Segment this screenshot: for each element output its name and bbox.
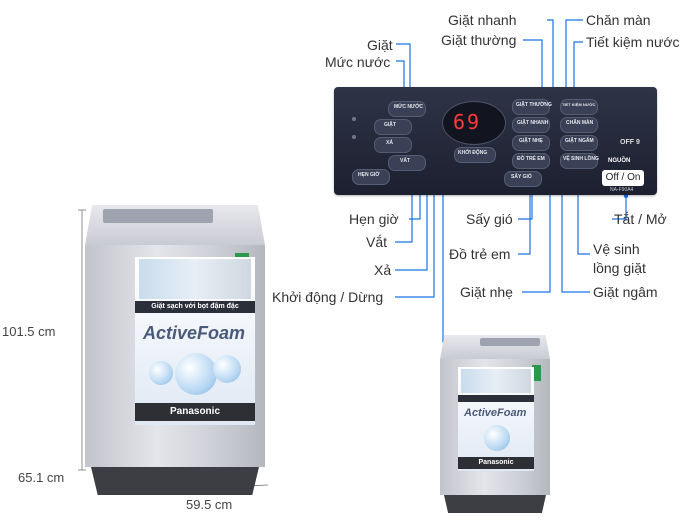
dimension-width: 59.5 cm: [186, 497, 233, 512]
panel-label-giat-thuong: GIẶT THƯỜNG: [516, 102, 552, 108]
callout-khoi-dong-dung: Khởi động / Dừng: [272, 289, 384, 305]
panel-led-2: [352, 135, 356, 139]
callout-xa: Xả: [374, 262, 392, 278]
panel-btn-vat[interactable]: [388, 155, 426, 171]
sticker-brand: Panasonic: [135, 403, 255, 421]
panel-label-say-gio: SẤY GIÓ: [511, 174, 532, 180]
callout-ve-sinh-line2: lồng giặt: [593, 260, 646, 276]
sticker-image-strip: [139, 259, 251, 299]
callout-giat-ngam: Giặt ngâm: [593, 284, 658, 300]
panel-btn-giat-ngam[interactable]: [560, 135, 598, 151]
washing-machine-small: ActiveFoam Panasonic: [440, 335, 550, 513]
panel-label-giat: GIẶT: [384, 122, 396, 128]
dimension-height: 101.5 cm: [2, 324, 56, 339]
panel-btn-say-gio[interactable]: [504, 171, 542, 187]
panel-label-giat-ngam: GIẶT NGÂM: [565, 138, 594, 144]
small-sticker-band: [458, 395, 534, 402]
panel-label-khoi-dong: KHỞI ĐỘNG: [458, 150, 488, 156]
panel-label-giat-nhe: GIẶT NHẸ: [519, 138, 543, 144]
control-panel: MỨC NƯỚC GIẶT XẢ VẮT HẸN GIỜ 69 KHỞI ĐỘN…: [334, 87, 657, 195]
panel-label-muc-nuoc: MỨC NƯỚC: [394, 104, 423, 110]
small-sticker-active-foam: ActiveFoam: [464, 407, 527, 419]
small-machine-panel-strip: [480, 338, 540, 346]
panel-btn-do-tre-em[interactable]: [512, 153, 550, 169]
callout-ve-sinh-line1: Vệ sinh: [593, 241, 640, 257]
panel-label-hen-gio: HẸN GIỜ: [358, 172, 380, 178]
washing-machine-large: Giặt sạch với bọt đậm đặc ActiveFoam Pan…: [85, 205, 265, 495]
panel-btn-giat-nhanh[interactable]: [512, 117, 550, 133]
machine-sticker: Giặt sạch với bọt đậm đặc ActiveFoam Pan…: [135, 257, 255, 425]
panel-led-1: [352, 117, 356, 121]
power-button[interactable]: Off / On: [602, 170, 644, 186]
callout-tat-mo: Tắt / Mở: [614, 211, 667, 227]
panel-label-tiet-kiem-nuoc: TIẾT KIỆM NƯỚC: [562, 102, 596, 107]
small-foam-bubble: [484, 425, 510, 451]
panel-label-giat-nhanh: GIẶT NHANH: [517, 120, 549, 126]
callout-tiet-kiem-nuoc: Tiết kiệm nước: [586, 34, 680, 50]
small-sticker-image-strip: [461, 369, 531, 393]
small-machine-sticker: ActiveFoam Panasonic: [458, 367, 534, 471]
machine-panel-strip: [103, 209, 213, 223]
panel-label-chan-man: CHĂN MÀN: [566, 120, 594, 126]
callout-muc-nuoc: Mức nước: [325, 54, 391, 70]
panel-label-ve-sinh: VỆ SINH LỒNG: [563, 156, 599, 162]
panel-label-vat: VẮT: [400, 158, 410, 164]
callout-vat: Vắt: [366, 234, 388, 250]
dimension-depth: 65.1 cm: [18, 470, 65, 485]
callout-ve-sinh: Vệ sinh lồng giặt: [593, 241, 646, 276]
eco-badge: OFF 9: [620, 139, 640, 146]
digital-display: 69: [442, 101, 506, 145]
display-digits: 69: [453, 110, 482, 134]
panel-btn-giat-nhe[interactable]: [512, 135, 550, 151]
model-number: NA-F90A4: [610, 187, 634, 193]
foam-bubble-2: [213, 355, 241, 383]
callout-chan-man: Chăn màn: [586, 12, 651, 28]
power-label: NGUỒN: [608, 158, 631, 164]
foam-bubble-3: [149, 361, 173, 385]
panel-btn-xa[interactable]: [374, 137, 412, 153]
callout-giat-nhanh: Giặt nhanh: [448, 12, 517, 28]
sticker-active-foam: ActiveFoam: [143, 323, 246, 343]
panel-btn-khoi-dong[interactable]: [454, 147, 496, 163]
panel-btn-ve-sinh[interactable]: [560, 153, 598, 169]
panel-btn-hen-gio[interactable]: [352, 169, 390, 185]
foam-bubble-1: [175, 353, 217, 395]
callout-do-tre-em: Đồ trẻ em: [449, 246, 511, 262]
panel-label-xa: XẢ: [386, 140, 393, 146]
panel-btn-giat-thuong[interactable]: [512, 99, 550, 115]
callout-giat-thuong: Giặt thường: [441, 32, 517, 48]
callout-giat-nhe: Giặt nhẹ: [460, 284, 513, 300]
callout-say-gio: Sấy gió: [466, 211, 513, 227]
panel-btn-giat[interactable]: [374, 119, 412, 135]
machine-base: [91, 467, 259, 495]
small-machine-base: [444, 495, 546, 513]
sticker-band: Giặt sạch với bọt đậm đặc: [135, 301, 255, 313]
callout-hen-gio: Hẹn giờ: [349, 211, 399, 227]
panel-label-do-tre-em: ĐỒ TRẺ EM: [517, 156, 545, 162]
panel-btn-tiet-kiem-nuoc[interactable]: [560, 99, 598, 115]
small-energy-tag: [532, 365, 541, 381]
panel-btn-chan-man[interactable]: [560, 117, 598, 133]
small-sticker-brand: Panasonic: [458, 457, 534, 469]
panel-btn-muc-nuoc[interactable]: [388, 101, 426, 117]
callout-giat: Giặt: [367, 37, 393, 53]
